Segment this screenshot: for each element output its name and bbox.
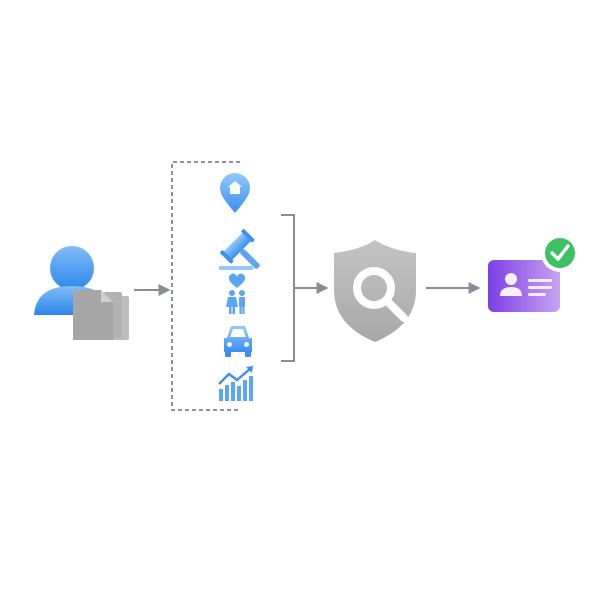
gavel-icon xyxy=(219,229,260,270)
id-card-check-icon xyxy=(488,234,579,312)
document-stack-icon xyxy=(73,290,129,340)
user-with-documents-icon xyxy=(34,246,129,340)
shield-search-icon xyxy=(334,240,416,342)
verified-check-icon xyxy=(541,234,579,272)
family-icon xyxy=(226,273,246,314)
home-location-pin-icon xyxy=(220,173,250,213)
dashed-source-frame xyxy=(171,161,240,411)
car-icon xyxy=(224,326,252,357)
id-card xyxy=(488,260,560,312)
user-head xyxy=(50,246,94,290)
finance-chart-icon xyxy=(218,366,253,401)
sources-bracket xyxy=(281,214,295,362)
